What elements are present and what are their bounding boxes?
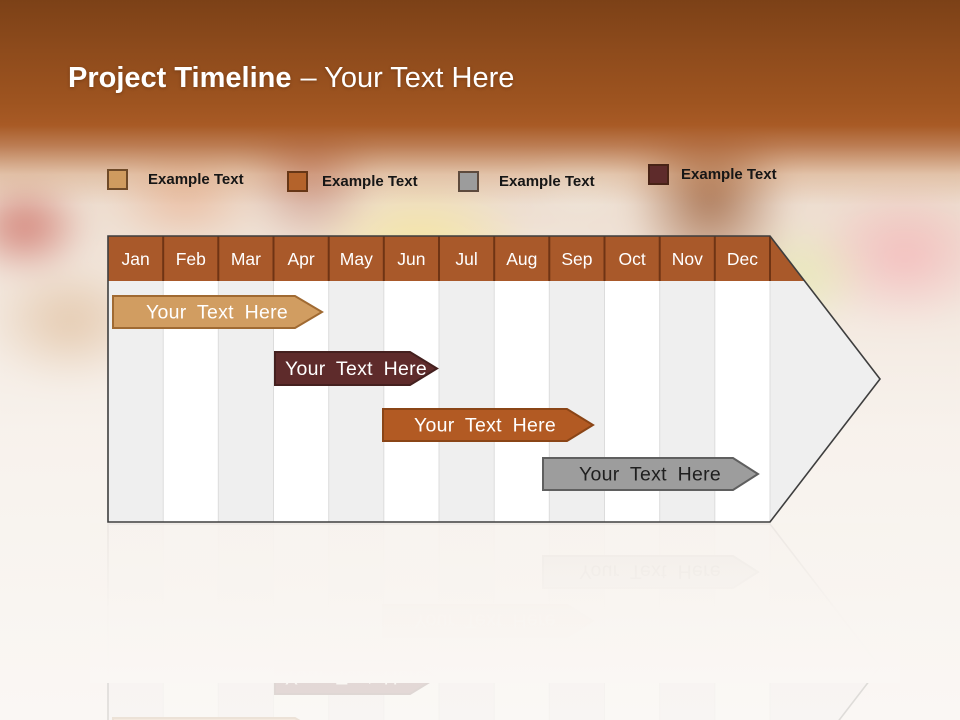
page-title-bold: Project Timeline <box>68 62 292 94</box>
bar-shape-1 <box>112 295 324 329</box>
legend-label: Example Text <box>148 171 244 188</box>
legend-label: Example Text <box>499 173 595 190</box>
timeline-arrow-shape: Jan Feb Mar Apr May Jun Jul Aug Sep Oct … <box>107 235 882 523</box>
bar-label-4: Your Text Here <box>579 464 721 486</box>
timeline-bars: Your Text Here Your Text Here Your Text … <box>112 295 760 491</box>
month-header-separators <box>162 236 771 281</box>
month-label-feb: Feb <box>176 249 206 269</box>
timeline-bar-3: Your Text Here <box>382 408 595 442</box>
bar-shape-4 <box>542 457 760 491</box>
bar-shape-3 <box>382 408 595 442</box>
chart-reflection <box>90 523 900 720</box>
month-label-jan: Jan <box>121 249 149 269</box>
month-labels: Jan Feb Mar Apr May Jun Jul Aug Sep Oct … <box>121 249 758 269</box>
month-label-mar: Mar <box>231 249 261 269</box>
bar-label-1: Your Text Here <box>146 302 288 324</box>
month-label-nov: Nov <box>672 249 703 269</box>
legend-swatch-maroon <box>648 164 669 185</box>
bar-shape-2 <box>274 351 439 386</box>
month-label-aug: Aug <box>506 249 537 269</box>
month-label-may: May <box>340 249 373 269</box>
bar-label-3: Your Text Here <box>414 415 556 437</box>
legend-item-3: Example Text <box>458 171 595 192</box>
month-label-oct: Oct <box>618 249 645 269</box>
legend-swatch-rust <box>287 171 308 192</box>
legend-item-2: Example Text <box>287 171 418 192</box>
month-header-band <box>108 236 804 281</box>
month-label-jun: Jun <box>397 249 425 269</box>
month-label-dec: Dec <box>727 249 758 269</box>
month-label-jul: Jul <box>455 249 477 269</box>
timeline-bar-4: Your Text Here <box>542 457 760 491</box>
bar-label-2: Your Text Here <box>285 358 427 380</box>
legend-item-1: Example Text <box>107 169 244 190</box>
chart-outline <box>107 235 882 523</box>
month-label-sep: Sep <box>561 249 592 269</box>
legend-label: Example Text <box>322 173 418 190</box>
legend-label: Example Text <box>681 166 777 183</box>
page-title-light: – Your Text Here <box>300 62 515 94</box>
arrowhead <box>770 236 880 522</box>
month-label-apr: Apr <box>287 249 314 269</box>
header-gradient-band <box>0 0 960 205</box>
legend-swatch-gray <box>458 171 479 192</box>
timeline-bar-2: Your Text Here <box>274 351 439 386</box>
column-grid-lines <box>162 281 771 522</box>
timeline-bar-1: Your Text Here <box>112 295 324 329</box>
page-title: Project Timeline– Your Text Here <box>68 62 514 95</box>
legend-item-4: Example Text <box>648 164 777 185</box>
legend-swatch-tan <box>107 169 128 190</box>
